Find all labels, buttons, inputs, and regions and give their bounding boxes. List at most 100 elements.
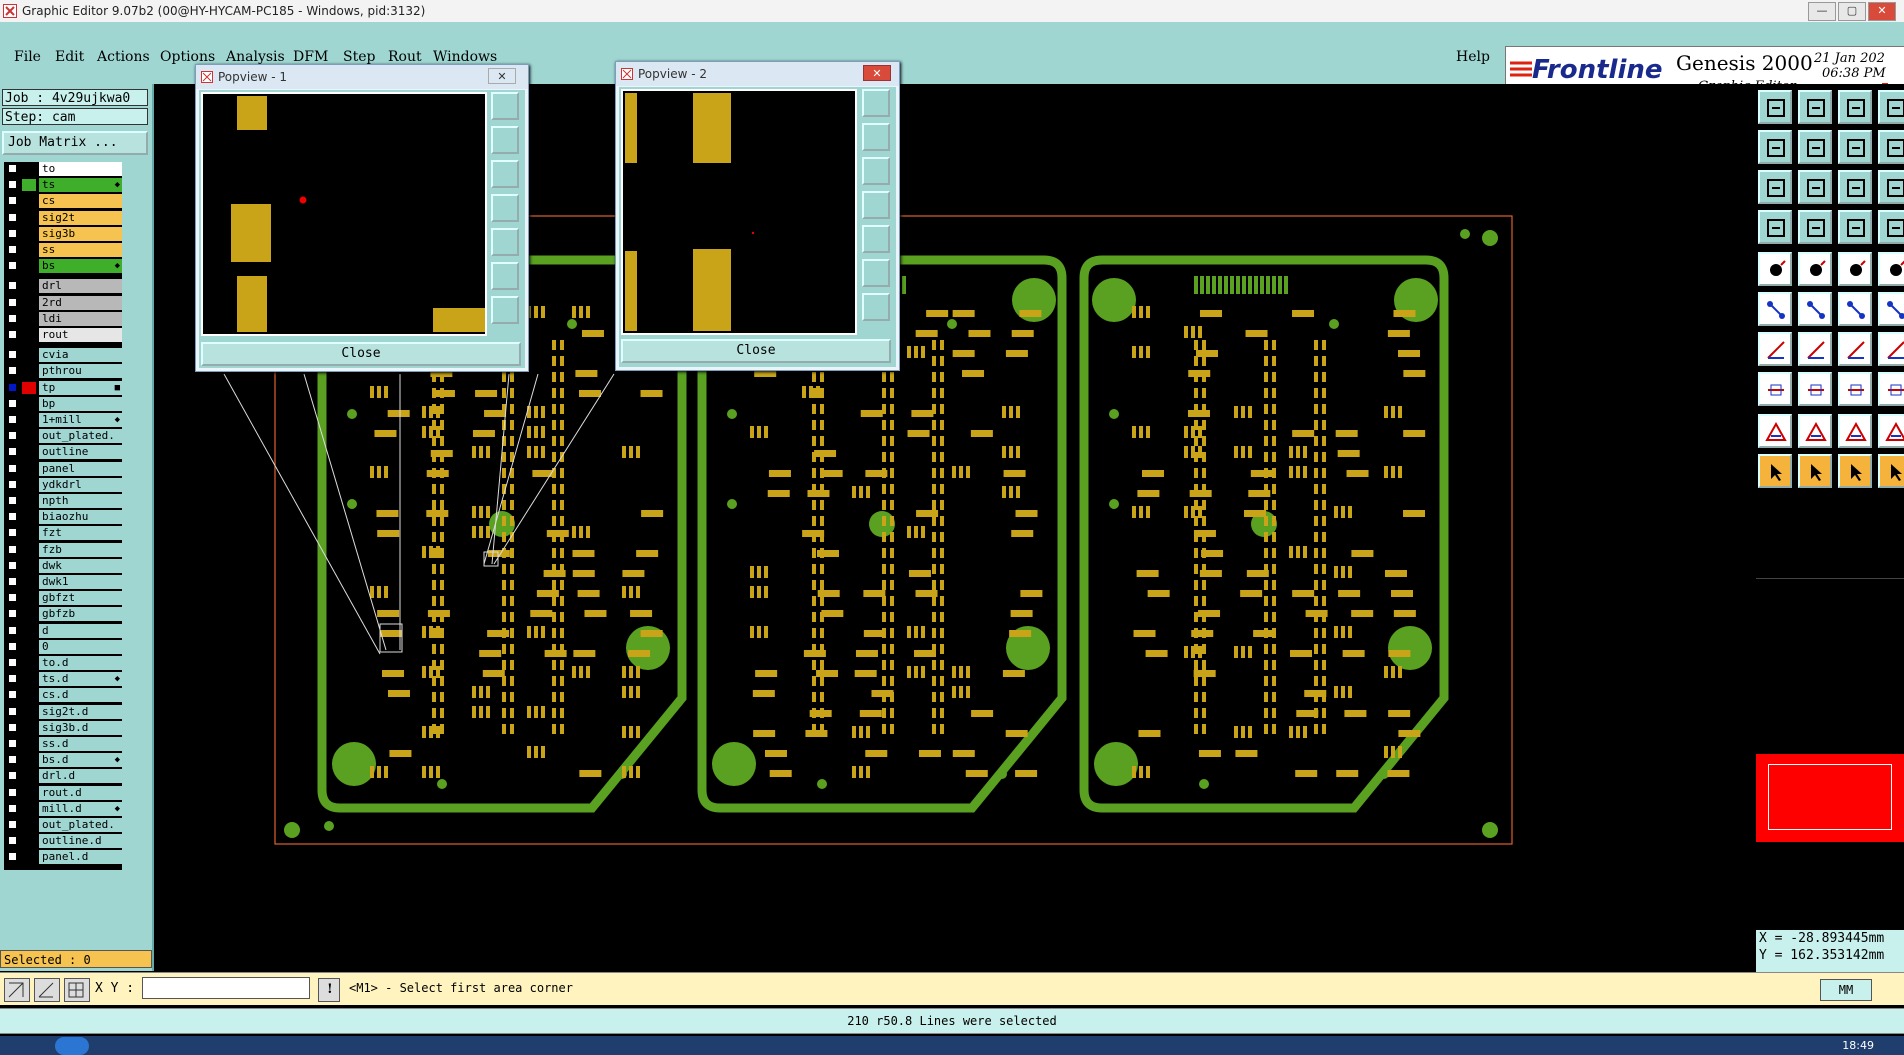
tool-gear-button[interactable] [1878, 372, 1904, 406]
layer-row[interactable]: bp [4, 396, 122, 411]
layer-row[interactable]: outline [4, 445, 122, 460]
tool-fan-button[interactable] [1878, 332, 1904, 366]
tool-open-button[interactable] [1758, 90, 1792, 124]
layer-color-swatch[interactable] [22, 365, 36, 378]
tool-triangle-button[interactable] [1758, 414, 1792, 448]
tool-pointer-hand-button[interactable] [1838, 454, 1872, 488]
layer-checkbox[interactable] [8, 245, 17, 254]
layer-row[interactable]: biaozhu [4, 510, 122, 525]
layer-row[interactable]: drl.d [4, 769, 122, 784]
tool-minus-button[interactable] [1798, 372, 1832, 406]
popview-1-window[interactable]: Popview - 1 ✕ Close [195, 64, 529, 372]
layer-checkbox[interactable] [8, 212, 17, 222]
layer-checkbox[interactable] [8, 803, 17, 813]
maximize-button[interactable]: ▢ [1838, 2, 1866, 21]
layer-row[interactable]: out_plated. [4, 429, 122, 444]
popview-2-pan-right-button[interactable] [862, 225, 890, 253]
tool-save-button[interactable] [1798, 90, 1832, 124]
menu-rout[interactable]: Rout [388, 49, 422, 65]
overview-panel[interactable] [1756, 578, 1904, 929]
layer-checkbox[interactable] [8, 690, 17, 700]
layer-color-swatch[interactable] [22, 835, 36, 848]
layer-color-swatch[interactable] [22, 280, 36, 293]
layer-row[interactable]: sig3b.d [4, 720, 122, 735]
layer-row[interactable]: mill.d◆ [4, 801, 122, 816]
layer-color-swatch[interactable] [22, 754, 36, 767]
layer-color-swatch[interactable] [22, 179, 36, 192]
layer-checkbox[interactable] [8, 164, 17, 173]
units-button[interactable]: MM [1820, 979, 1872, 1001]
layer-name[interactable]: fzb [39, 542, 122, 557]
layer-name[interactable]: sig3b [39, 226, 122, 241]
tool-left-button[interactable] [1758, 130, 1792, 164]
tool-zoom-button[interactable] [1798, 170, 1832, 204]
layer-checkbox[interactable] [8, 313, 17, 323]
layer-color-swatch[interactable] [22, 559, 36, 572]
layer-name[interactable]: panel [39, 461, 122, 476]
menu-edit[interactable]: Edit [55, 49, 85, 65]
popview-2-zoom-in-button[interactable] [862, 293, 890, 321]
layer-name[interactable]: bp [39, 396, 122, 411]
layer-checkbox[interactable] [8, 431, 17, 441]
layer-name[interactable]: 2rd [39, 295, 122, 310]
layer-color-swatch[interactable] [22, 227, 36, 240]
layer-name[interactable]: gbfzt [39, 591, 122, 606]
tool-pointer-edge-button[interactable] [1878, 454, 1904, 488]
layer-name[interactable]: to [39, 162, 122, 176]
layer-checkbox[interactable] [8, 787, 17, 797]
layer-checkbox[interactable] [8, 479, 17, 489]
tool-pointer-button[interactable] [1758, 454, 1792, 488]
layer-color-swatch[interactable] [22, 349, 36, 362]
layer-color-swatch[interactable] [22, 511, 36, 524]
layer-color-swatch[interactable] [22, 478, 36, 491]
layer-checkbox[interactable] [8, 528, 17, 538]
layer-checkbox[interactable] [8, 577, 17, 586]
layer-color-swatch[interactable] [22, 244, 36, 256]
layer-row[interactable]: ts.d◆ [4, 672, 122, 687]
layer-name[interactable]: out_plated. [39, 429, 122, 444]
layer-name[interactable]: ldi [39, 311, 122, 326]
layer-checkbox[interactable] [8, 463, 17, 473]
tool-home-button[interactable] [1838, 90, 1872, 124]
layer-name[interactable]: 0 [39, 639, 122, 654]
layer-color-swatch[interactable] [22, 312, 36, 325]
layer-row[interactable]: d [4, 623, 122, 638]
layer-row[interactable]: cs.d [4, 688, 122, 703]
layer-color-swatch[interactable] [22, 770, 36, 783]
popview-1-close-icon[interactable]: ✕ [488, 68, 516, 84]
layer-color-swatch[interactable] [22, 851, 36, 864]
layer-name[interactable]: dwk [39, 558, 122, 573]
layer-color-swatch[interactable] [22, 673, 36, 686]
layer-checkbox[interactable] [8, 281, 17, 291]
layer-name[interactable]: ydkdrl [39, 477, 122, 492]
popview-2-zoom-out-button[interactable] [862, 259, 890, 287]
layer-checkbox[interactable] [8, 196, 17, 206]
layer-color-swatch[interactable] [22, 329, 36, 341]
layer-row[interactable]: panel [4, 461, 122, 476]
layer-checkbox[interactable] [8, 261, 17, 271]
tool-copy-button[interactable] [1758, 372, 1792, 406]
tool-triangle-edit-button[interactable] [1878, 414, 1904, 448]
layer-row[interactable]: 2rd [4, 295, 122, 310]
layer-checkbox[interactable] [8, 706, 17, 716]
layer-color-swatch[interactable] [22, 543, 36, 556]
popview-1-close-button[interactable]: Close [201, 342, 521, 366]
layer-checkbox[interactable] [8, 593, 17, 603]
layer-color-swatch[interactable] [22, 721, 36, 734]
popview-2-pan-down-button[interactable] [862, 157, 890, 185]
layer-row[interactable]: to [4, 162, 122, 176]
layer-name[interactable]: outline.d [39, 834, 122, 849]
snap-angle-button[interactable] [34, 978, 60, 1002]
layer-color-swatch[interactable] [22, 786, 36, 799]
tool-cross-button[interactable] [1798, 292, 1832, 326]
popview-1-pan-left-button[interactable] [491, 194, 519, 222]
layer-row[interactable]: sig3b [4, 226, 122, 241]
layer-name[interactable]: cs [39, 194, 122, 209]
layer-name[interactable]: sig2t [39, 210, 122, 225]
info-button[interactable]: ! [318, 978, 340, 1002]
layer-name[interactable]: ts◆ [39, 178, 122, 193]
layer-checkbox[interactable] [8, 625, 17, 635]
tool-add-line-button[interactable] [1758, 332, 1792, 366]
layer-row[interactable]: out_plated. [4, 818, 122, 832]
layer-row[interactable]: 1+mill◆ [4, 413, 122, 427]
